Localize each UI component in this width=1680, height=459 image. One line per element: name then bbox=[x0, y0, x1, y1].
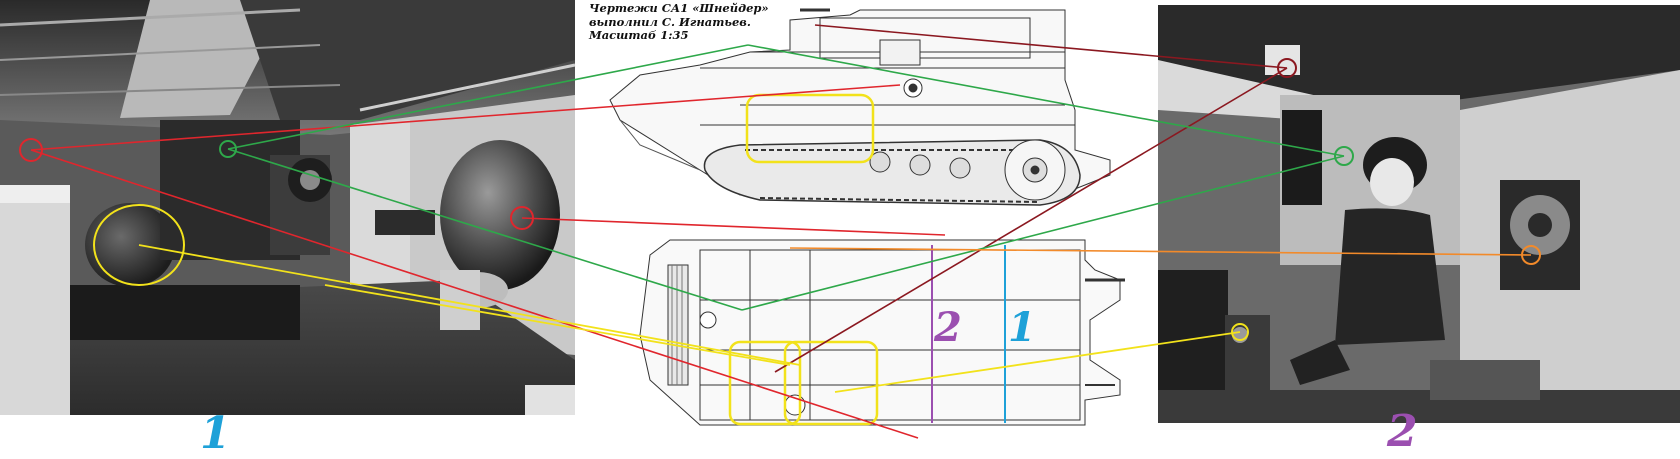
right-interior-photo bbox=[1158, 5, 1680, 423]
yellow-callout-rect-side bbox=[745, 93, 875, 164]
red-marker-left-corner bbox=[19, 138, 43, 162]
yellow-callout-rect-plan-a bbox=[728, 340, 802, 426]
annotation-overlays bbox=[19, 24, 1541, 439]
label-left-photo-1: 1 bbox=[200, 408, 231, 459]
side-view-drawing bbox=[609, 8, 1111, 206]
plan-view-drawing bbox=[639, 239, 1125, 426]
left-interior-photo bbox=[0, 0, 576, 415]
drawing-caption: Чертежи СА1 «Шнейдер» выполнил С. Игнать… bbox=[589, 1, 769, 43]
label-plan-section-1: 1 bbox=[1008, 304, 1036, 351]
caption-line-1: Чертежи СА1 «Шнейдер» bbox=[589, 1, 769, 15]
label-plan-section-2: 2 bbox=[934, 304, 962, 351]
yellow-callout-rect-plan-b bbox=[783, 340, 879, 426]
dark-red-marker-right bbox=[1277, 58, 1297, 78]
yellow-marker-right bbox=[1231, 323, 1249, 341]
caption-line-3: Масштаб 1:35 bbox=[589, 28, 689, 42]
yellow-callout-ellipse bbox=[93, 204, 185, 286]
green-marker-right bbox=[1334, 146, 1354, 166]
label-right-photo-2: 2 bbox=[1387, 406, 1418, 457]
green-marker-left bbox=[219, 140, 237, 158]
caption-line-2: выполнил С. Игнатьев. bbox=[589, 14, 751, 29]
